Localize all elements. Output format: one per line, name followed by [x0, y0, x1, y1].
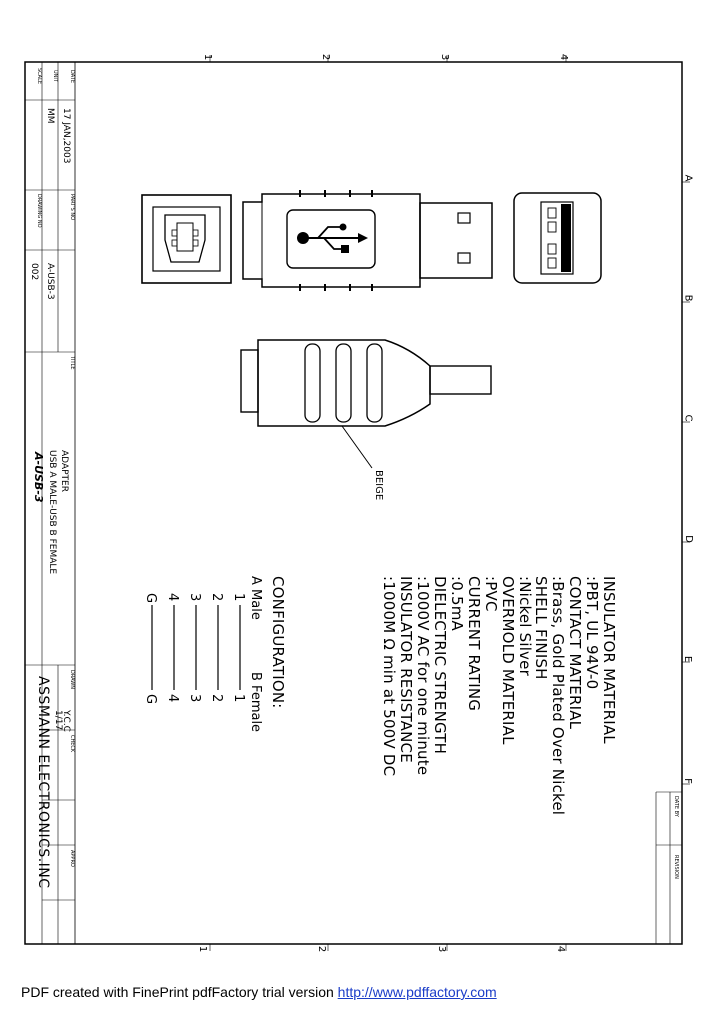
config-pin-b: 2: [209, 694, 224, 703]
usb-b-face-view: [141, 194, 232, 284]
spec-line: :1000V AC for one minute: [414, 576, 433, 776]
zone-side-b: B: [682, 294, 694, 302]
zone-bottom-3: 3: [436, 945, 448, 953]
spec-line: :PBT, UL 94V-0: [583, 576, 602, 690]
zone-side-a: A: [682, 174, 694, 182]
zone-side-d: D: [682, 535, 694, 543]
date-value: 17 JAN,2003: [61, 108, 71, 164]
zone-bottom-2: 2: [316, 945, 328, 953]
drawing-no-value: 002: [29, 263, 39, 281]
overmold-cable-view: [240, 339, 492, 469]
zone-top-4: 4: [558, 53, 570, 61]
title-line-1: ADAPTER: [59, 450, 69, 492]
check-label: CHECK: [69, 735, 75, 753]
config-pin-a: 2: [209, 593, 224, 602]
zone-top-3: 3: [439, 53, 451, 61]
spec-line: DIELECTRIC STRENGTH: [431, 576, 449, 755]
spec-line: :Brass, Gold Plated Over Nickel: [549, 576, 568, 816]
spec-line: OVERMOLD MATERIAL: [498, 576, 517, 745]
drawn-sheet: 1/17: [53, 710, 63, 731]
zone-bottom-1: 1: [197, 945, 209, 953]
zone-bottom-4: 4: [555, 945, 567, 953]
config-pin-a: 1: [231, 593, 246, 602]
zone-side-f: F: [681, 778, 693, 784]
drawn-label: DRAWN: [69, 670, 75, 689]
pdffactory-link[interactable]: http://www.pdffactory.com: [337, 984, 497, 1000]
zone-side-c: C: [682, 414, 694, 422]
spec-line: :Nickel Silver: [515, 576, 534, 676]
part-no-label: PART'S NO: [69, 194, 75, 221]
beige-callout: BEIGE: [373, 470, 384, 501]
configuration-wires: [151, 605, 241, 690]
title-line-3: A-USB-3: [32, 452, 45, 503]
spec-line: INSULATOR MATERIAL: [600, 576, 618, 744]
config-pin-a: 4: [165, 593, 180, 602]
spec-line: CONTACT MATERIAL: [566, 576, 585, 730]
spec-line: :PVC: [481, 576, 500, 612]
title-label: TITLE: [69, 356, 75, 370]
spec-line: :0.5mA: [447, 576, 466, 631]
configuration-heading: CONFIGURATION:: [269, 576, 287, 709]
config-pin-a: 3: [187, 593, 202, 602]
revision-label: REVISION: [673, 855, 679, 879]
spec-line: SHELL FINISH: [532, 576, 551, 680]
zone-top-1: 1: [202, 53, 214, 61]
config-pin-a: G: [143, 593, 158, 604]
unit-label: UNIT: [52, 70, 58, 82]
pdf-footer: PDF created with FinePrint pdfFactory tr…: [21, 984, 497, 1000]
approve-label: APPRO: [69, 850, 75, 867]
adapter-side-view: [242, 190, 493, 291]
revision-date-label: DATE BY: [673, 796, 679, 817]
spec-line: :1000M Ω min at 500V DC: [380, 576, 399, 777]
config-pin-b: 3: [187, 694, 202, 703]
usb-a-end-view: [513, 192, 602, 284]
unit-value: MM: [45, 108, 55, 124]
config-pin-b: 1: [231, 694, 246, 703]
date-label: DATE: [69, 70, 75, 84]
spec-line: CURRENT RATING: [464, 576, 483, 712]
zone-side-e: E: [682, 655, 694, 663]
config-col-a: A Male: [248, 576, 263, 620]
spec-line: INSULATOR RESISTANCE: [397, 576, 416, 763]
config-col-b: B Female: [248, 672, 263, 733]
company-name: ASSMANN ELECTRONICS.INC: [35, 676, 51, 889]
config-pin-b: 4: [165, 694, 180, 703]
scale-label: SCALE: [36, 68, 42, 85]
config-pin-b: G: [143, 694, 158, 705]
zone-top-2: 2: [320, 53, 332, 61]
footer-text: PDF created with FinePrint pdfFactory tr…: [21, 984, 338, 1000]
drawing-no-label: DRAWING NO: [36, 194, 42, 228]
title-line-2: USB A MALE-USB B FEMALE: [47, 450, 57, 575]
part-no-value: A-USB-3: [45, 263, 55, 300]
